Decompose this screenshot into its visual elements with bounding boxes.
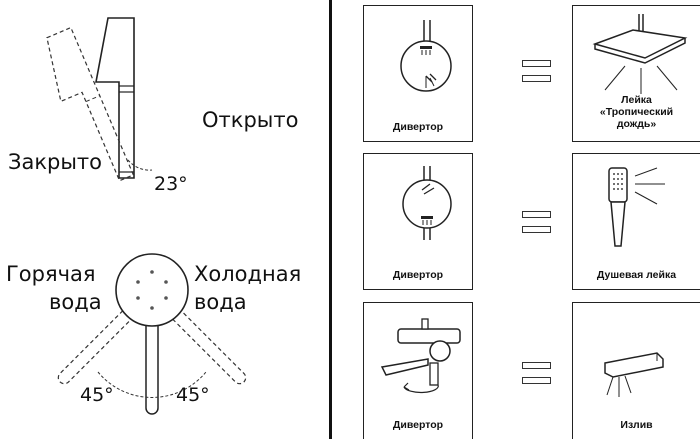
- spout-icon: [604, 352, 664, 397]
- diverter-handshower-icon: [402, 166, 452, 240]
- equals-bar-bottom-3: [522, 377, 551, 384]
- label-cold-line2: вода: [194, 290, 247, 314]
- label-hot-line1: Горячая: [6, 262, 96, 286]
- diverter-label-2: Дивертор: [392, 269, 444, 281]
- diverter-box-2: Дивертор: [363, 153, 473, 290]
- diverter-box-1: Дивертор: [363, 5, 473, 142]
- result-label-3: Излив: [620, 419, 653, 431]
- label-open: Открыто: [202, 108, 299, 132]
- handle-drawing: [57, 253, 247, 415]
- section-divider: [329, 0, 332, 439]
- equals-bar-bottom-2: [522, 226, 551, 233]
- equals-bar-bottom-1: [522, 75, 551, 82]
- equals-bar-top-3: [522, 362, 551, 369]
- result-box-1: Лейка «Тропический дождь»: [572, 5, 700, 142]
- diverter-box-3: Дивертор: [363, 302, 473, 439]
- label-hot-line2: вода: [49, 290, 102, 314]
- angle-left-label: 45°: [80, 384, 114, 406]
- equals-bar-top-1: [522, 60, 551, 67]
- diverter-label-3: Дивертор: [392, 419, 444, 431]
- result-box-2: Душевая лейка: [572, 153, 700, 290]
- diverter-label-1: Дивертор: [392, 121, 444, 133]
- result-box-3: Излив: [572, 302, 700, 439]
- diverter-spout-icon: [380, 318, 461, 394]
- diverter-rain-icon: [400, 20, 452, 92]
- lever-diagram: [46, 17, 247, 415]
- result-label-2: Душевая лейка: [596, 269, 677, 281]
- label-closed: Закрыто: [8, 150, 103, 174]
- result-label-1: Лейка «Тропический дождь»: [599, 94, 674, 130]
- rain-shower-icon: [592, 14, 688, 94]
- equals-bar-top-2: [522, 211, 551, 218]
- lever-angle-label: 23°: [154, 173, 188, 195]
- hand-shower-icon: [608, 167, 665, 247]
- label-cold-line1: Холодная: [194, 262, 302, 286]
- angle-right-label: 45°: [176, 384, 210, 406]
